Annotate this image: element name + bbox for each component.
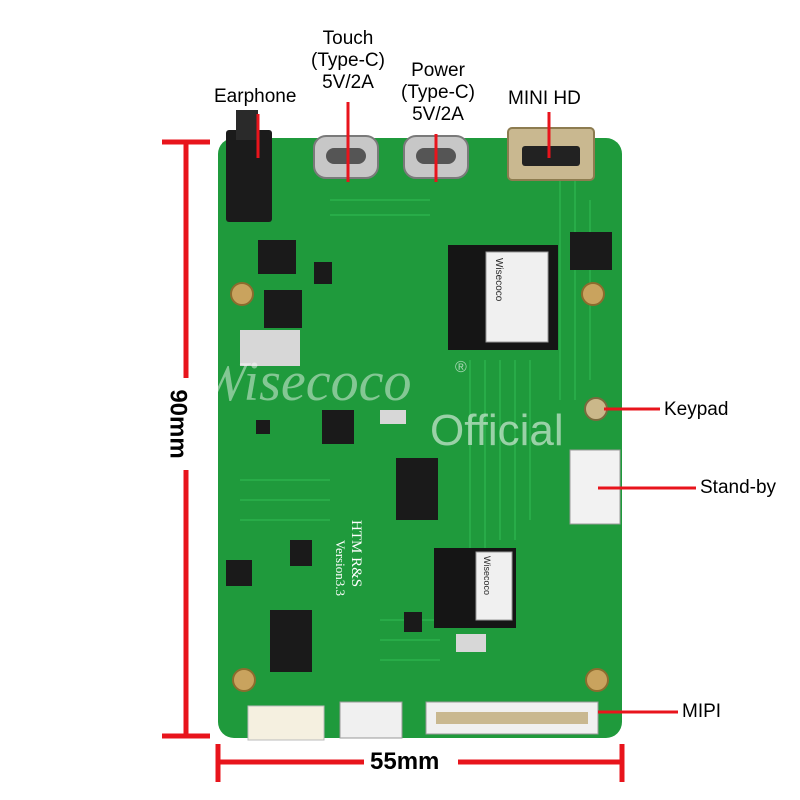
power-label-line3: 5V/2A <box>412 104 464 125</box>
mounting-holes <box>230 282 609 692</box>
mipi-label: MIPI <box>682 701 722 722</box>
touch-label: Touch (Type-C) 5V/2A <box>300 28 396 94</box>
dimension-lines <box>162 139 625 782</box>
watermark-official: Official <box>430 406 564 455</box>
height-dimension-label: 90mm <box>164 389 192 459</box>
power-label-line1: Power <box>411 60 465 81</box>
small-components <box>226 232 612 672</box>
callout-lines <box>256 102 696 714</box>
board-model-text: HTM R&S <box>348 520 364 587</box>
power-label: Power (Type-C) 5V/2A <box>390 60 486 126</box>
touch-label-line2: (Type-C) <box>311 50 385 71</box>
mini-hd-label: MINI HD <box>508 88 581 109</box>
chip-label-second: Wisecoco <box>482 556 492 595</box>
watermark-brand: Wisecoco <box>200 351 411 413</box>
watermark-mark: ® <box>455 359 467 376</box>
keypad-label: Keypad <box>664 399 729 420</box>
width-dimension-label: 55mm <box>370 748 440 775</box>
power-label-line2: (Type-C) <box>401 82 475 103</box>
bottom-small-connector <box>339 701 403 739</box>
touch-label-line1: Touch <box>322 28 374 49</box>
keypad-button <box>584 397 608 421</box>
chip-label-main: Wisecoco <box>493 258 504 302</box>
touch-label-line3: 5V/2A <box>322 72 374 93</box>
pcb-traces <box>240 170 591 661</box>
capacitors <box>240 330 486 652</box>
earphone-jack <box>226 130 272 222</box>
board-version-text: Version3.3 <box>333 540 348 596</box>
standby-label: Stand-by <box>700 477 777 498</box>
earphone-label: Earphone <box>214 86 297 107</box>
bottom-white-header <box>247 705 325 741</box>
